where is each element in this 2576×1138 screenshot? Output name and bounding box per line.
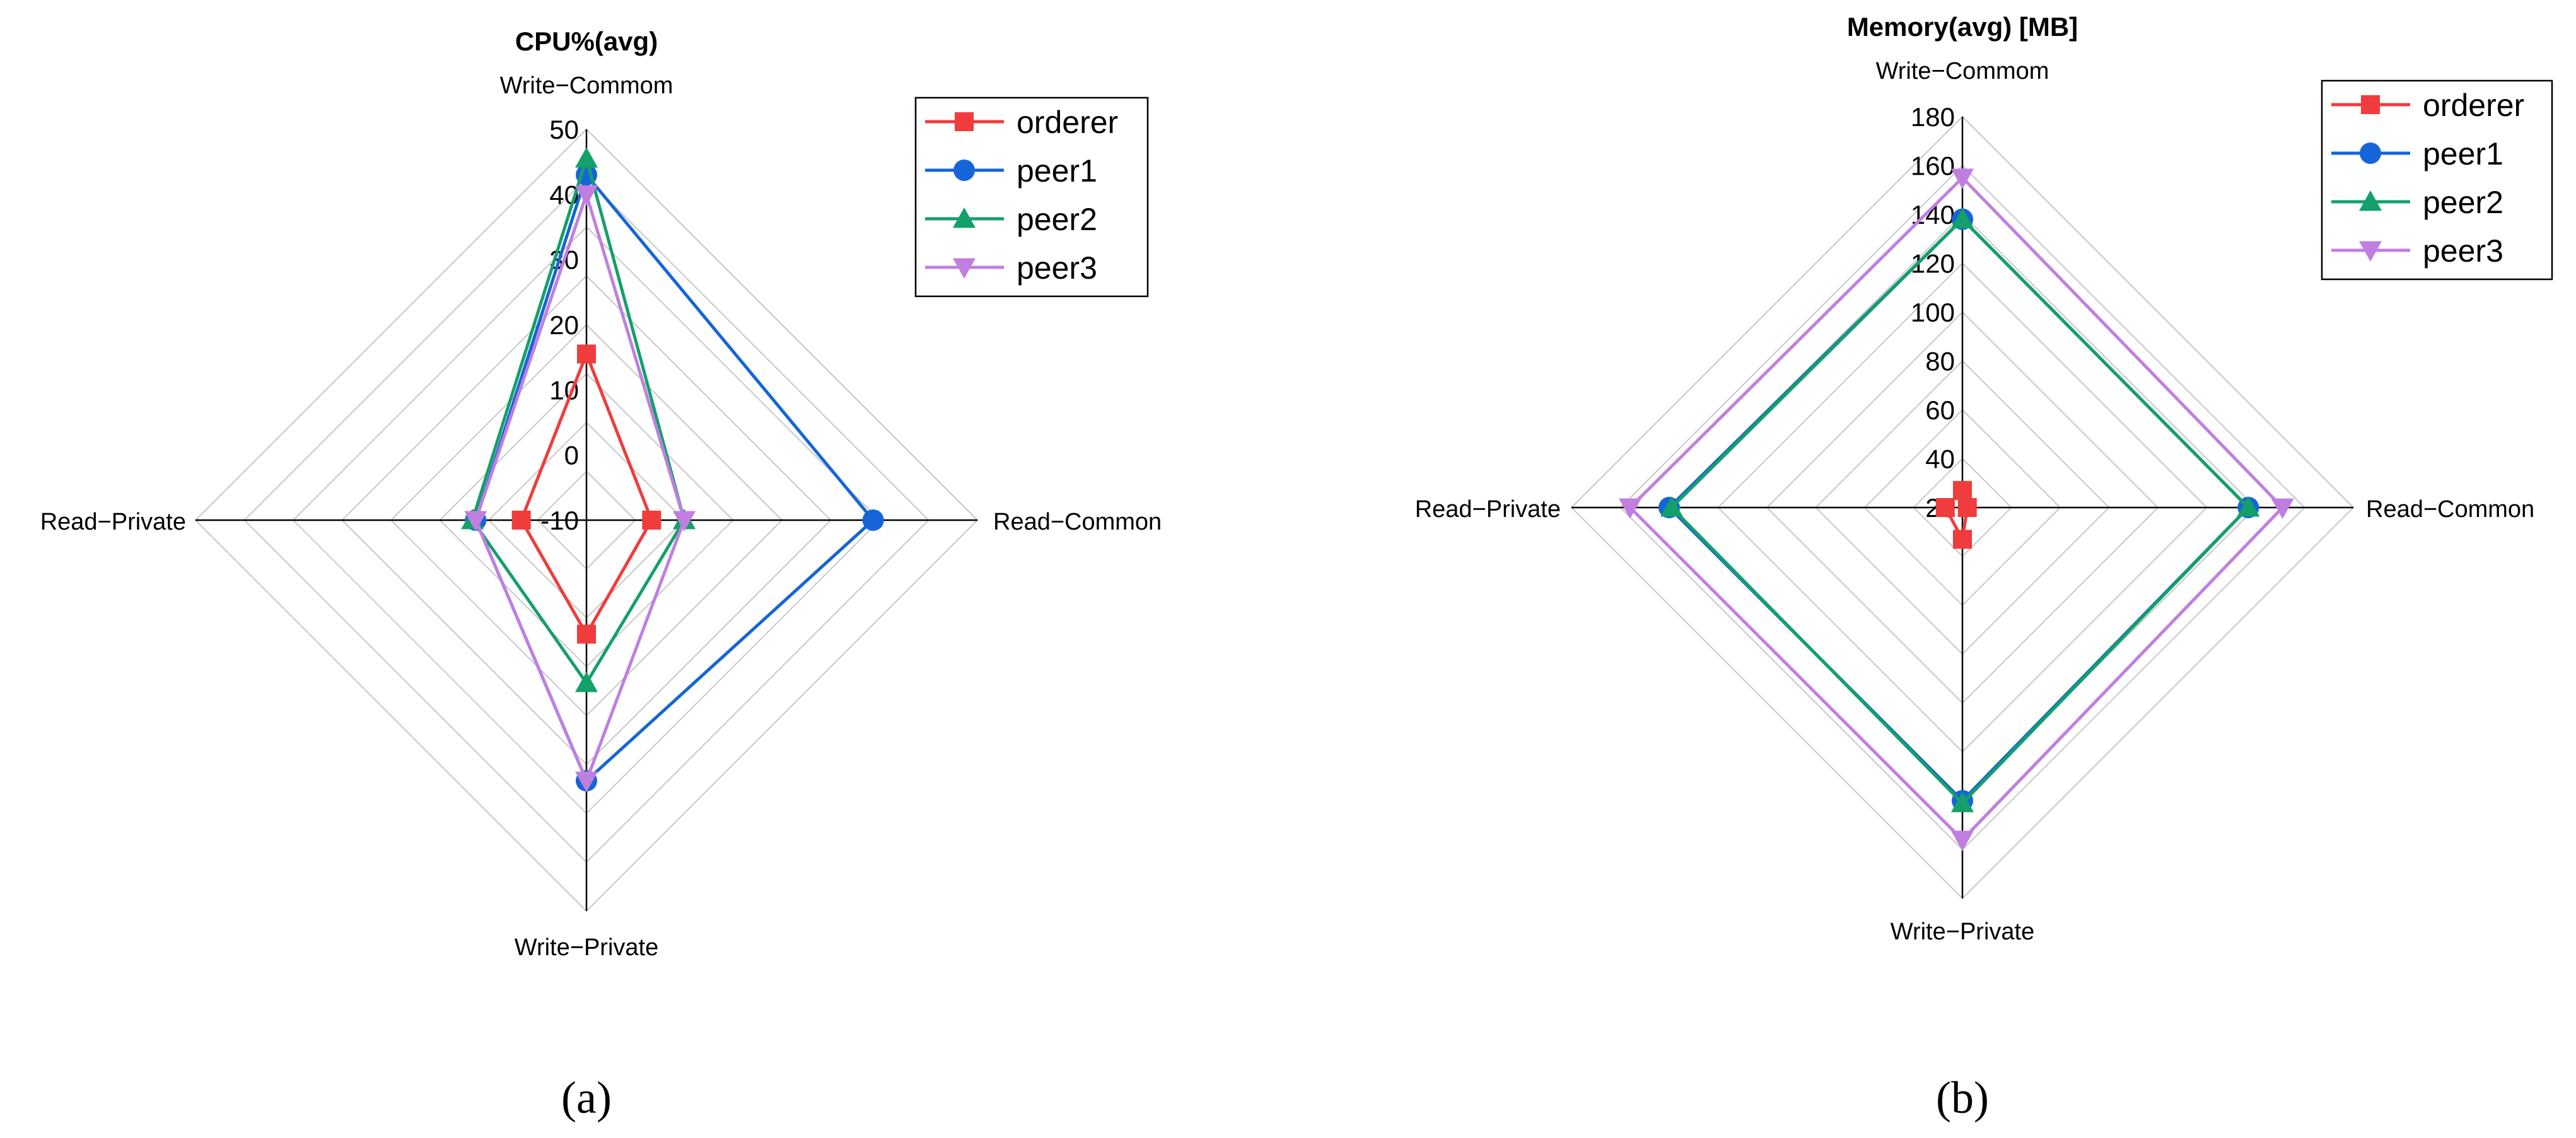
radar-chart-cpu: CPU%(avg) Write−CommomRead−CommonWrite−Pr… xyxy=(40,26,1162,1123)
legend-item: peer3 xyxy=(925,250,1097,286)
marker-triangle-down xyxy=(2271,498,2294,519)
legend: orderer peer1 peer2 peer3 xyxy=(2321,79,2553,281)
marker-square xyxy=(577,344,596,364)
marker-square xyxy=(1953,480,1972,500)
series-peer3 xyxy=(464,185,696,793)
panel-caption: (b) xyxy=(1936,1072,1989,1123)
tick-label: 0 xyxy=(564,441,579,470)
legend-label: peer2 xyxy=(1017,202,1097,237)
marker-square xyxy=(642,511,661,530)
radar-chart-memory: Memory(avg) [MB] Write−CommomRead−CommonW… xyxy=(1415,12,2553,1123)
legend-label: orderer xyxy=(2423,88,2524,123)
tick-label: 100 xyxy=(1911,298,1955,327)
marker-square xyxy=(511,511,531,530)
marker-triangle-up xyxy=(1951,207,1974,229)
series-line xyxy=(1628,175,2285,842)
chart-title: CPU%(avg) xyxy=(515,26,658,56)
marker-triangle-down xyxy=(953,258,976,279)
legend-label: peer1 xyxy=(1017,153,1097,189)
tick-label: 40 xyxy=(1925,444,1955,474)
series-orderer xyxy=(1935,480,1977,549)
tick-label: 80 xyxy=(1925,347,1955,376)
marker-triangle-up xyxy=(575,671,598,692)
marker-triangle-up xyxy=(2359,190,2382,211)
legend-item: orderer xyxy=(925,105,1118,140)
marker-circle xyxy=(862,509,884,531)
tick-label: 60 xyxy=(1925,395,1955,425)
marker-circle xyxy=(953,160,975,181)
marker-triangle-down xyxy=(1951,830,1974,851)
legend-box xyxy=(2321,79,2553,281)
axis-label: Read−Private xyxy=(40,509,186,535)
tick-label: 180 xyxy=(1911,102,1955,132)
marker-triangle-down xyxy=(575,185,598,206)
marker-triangle-down xyxy=(1619,498,1641,519)
axis-label: Write−Private xyxy=(1891,919,2034,945)
marker-square xyxy=(577,624,596,644)
axis-label: Read−Common xyxy=(993,509,1162,535)
legend-item: orderer xyxy=(2331,88,2524,123)
marker-triangle-up xyxy=(1660,496,1683,517)
marker-square xyxy=(1957,498,1977,517)
tick-label: 20 xyxy=(549,310,579,340)
marker-triangle-down xyxy=(575,771,598,793)
marker-square xyxy=(2361,95,2380,114)
legend-label: peer3 xyxy=(1017,250,1097,286)
legend-box xyxy=(914,96,1149,298)
marker-triangle-down xyxy=(2359,241,2382,262)
marker-triangle-down xyxy=(464,511,487,531)
marker-triangle-down xyxy=(673,511,696,531)
axis-label: Write−Commom xyxy=(500,73,673,99)
tick-label: 160 xyxy=(1911,151,1955,181)
legend-label: peer3 xyxy=(2423,233,2503,269)
marker-triangle-up xyxy=(2237,496,2260,517)
legend: orderer peer1 peer2 peer3 xyxy=(914,96,1149,298)
tick-label: 140 xyxy=(1911,200,1955,229)
series-peer1 xyxy=(465,164,884,792)
marker-square xyxy=(1935,498,1955,517)
legend-item: peer1 xyxy=(2331,136,2503,171)
series-peer2 xyxy=(1660,207,2260,813)
marker-triangle-up xyxy=(953,207,976,228)
axis-label: Read−Private xyxy=(1415,496,1561,523)
chart-title: Memory(avg) [MB] xyxy=(1847,12,2078,42)
tick-label: 10 xyxy=(549,375,579,405)
panel-caption: (a) xyxy=(561,1072,612,1123)
legend-item: peer2 xyxy=(2331,185,2503,220)
marker-square xyxy=(955,112,974,131)
tick-label: 50 xyxy=(549,115,579,144)
axis-label: Write−Private xyxy=(515,934,658,961)
marker-triangle-up xyxy=(1951,791,1974,813)
legend-item: peer1 xyxy=(925,153,1097,189)
marker-square xyxy=(1953,530,1972,549)
marker-circle xyxy=(2360,142,2381,164)
legend-label: peer1 xyxy=(2423,136,2503,171)
legend-item: peer3 xyxy=(2331,233,2503,269)
marker-triangle-up xyxy=(575,147,598,168)
legend-label: orderer xyxy=(1017,105,1118,140)
legend-label: peer2 xyxy=(2423,185,2503,220)
axis-label: Read−Common xyxy=(2366,496,2534,523)
axis-label: Write−Commom xyxy=(1876,58,2049,84)
tick-label: -10 xyxy=(540,506,579,535)
series-orderer xyxy=(511,344,661,644)
marker-triangle-down xyxy=(1951,168,1974,189)
series-peer3 xyxy=(1619,168,2294,851)
legend-item: peer2 xyxy=(925,202,1097,237)
